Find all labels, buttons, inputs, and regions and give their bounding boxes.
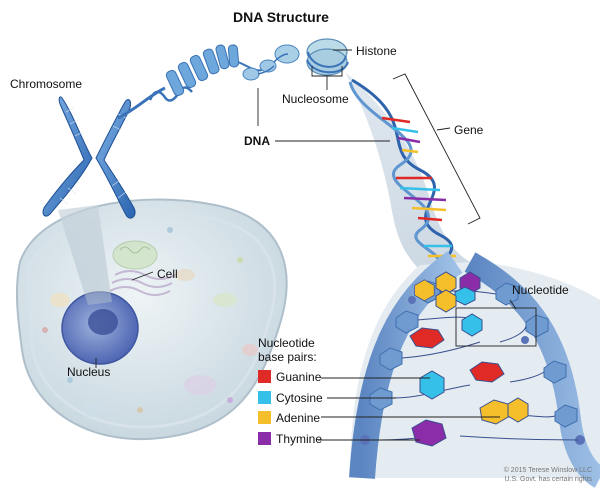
legend-label-cytosine: Cytosine (276, 391, 323, 405)
pointer-lines (95, 49, 537, 441)
cell-organelles (42, 227, 258, 417)
diagram-title: DNA Structure (233, 9, 329, 25)
legend-label-adenine: Adenine (276, 411, 321, 425)
legend-label-guanine: Guanine (276, 370, 322, 384)
label-histone: Histone (356, 44, 397, 58)
label-nucleosome: Nucleosome (282, 92, 349, 106)
nucleotide-closeup (349, 251, 600, 488)
cytosine-swatch (258, 391, 271, 404)
label-dna: DNA (244, 134, 270, 148)
legend-title-line2: base pairs: (258, 350, 317, 364)
thymine-swatch (258, 432, 271, 445)
credit-line-1: © 2015 Terese Winslow LLC (503, 467, 592, 474)
copyright-credit: © 2015 Terese Winslow LLC U.S. Govt. has… (504, 466, 592, 484)
chromatin-fiber (117, 38, 349, 120)
legend-label-thymine: Thymine (276, 432, 323, 446)
dna-double-helix (345, 72, 470, 272)
legend-title-line1: Nucleotide (258, 336, 315, 350)
adenine-swatch (258, 411, 271, 424)
cell-illustration (15, 198, 288, 441)
label-chromosome: Chromosome (10, 77, 83, 91)
label-nucleus: Nucleus (67, 365, 111, 379)
label-cell: Cell (157, 267, 178, 281)
label-nucleotide: Nucleotide (512, 283, 569, 297)
label-gene: Gene (454, 123, 484, 137)
credit-line-2: U.S. Govt. has certain rights (504, 476, 592, 483)
chromosome-illustration (42, 96, 136, 219)
guanine-swatch (258, 370, 271, 383)
zoom-cone (58, 205, 112, 305)
